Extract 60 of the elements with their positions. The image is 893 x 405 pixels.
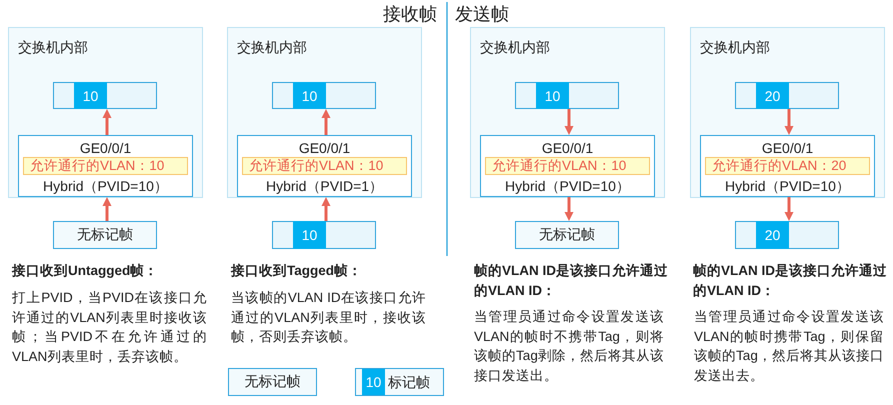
switch-panel: [690, 27, 885, 198]
port-name: GE0/0/1: [542, 140, 594, 156]
frame-box: [53, 82, 157, 109]
port-box: [700, 135, 875, 197]
frame-box: [735, 82, 839, 109]
panel-heading: 交换机内部: [237, 39, 307, 55]
port-name: GE0/0/1: [762, 140, 814, 156]
port-mode: Hybrid（PVID=10）: [505, 178, 630, 194]
port-mode: Hybrid（PVID=10）: [725, 178, 850, 194]
description-heading: 接口收到Tagged帧：: [231, 262, 363, 280]
description-text: 打上PVID，当PVID在该接口允许通过的VLAN列表里时接收该帧；当PVID不在允许通过的VLAN列表里时，丢弃该帧。: [12, 289, 207, 366]
vlan-tag: 10: [74, 82, 107, 109]
description-text: 当该帧的VLAN ID在该接口允许通过的VLAN列表里时，接收该帧，否则丢弃该帧。: [231, 289, 426, 346]
vlan-tag: 20: [756, 221, 789, 249]
description-text: 当管理员通过命令设置发送该VLAN的帧时携带Tag，则保留该帧的Tag，然后将其从该接口发送出去。: [694, 308, 884, 384]
arrow: [564, 197, 574, 221]
arrow: [564, 109, 574, 135]
allowed-vlan-band: 允许通行的VLAN：10: [23, 157, 188, 175]
arrow: [784, 197, 794, 221]
port-mode: Hybrid（PVID=1）: [266, 178, 384, 194]
switch-panel: [470, 27, 665, 198]
frame-box: [355, 368, 444, 396]
port-box: [237, 135, 412, 197]
description-heading: 帧的VLAN ID是该接口允许通过的VLAN ID：: [474, 262, 669, 300]
section-title: 接收帧: [383, 3, 437, 25]
description-text: 当管理员通过命令设置发送该VLAN的帧时不携带Tag，则将该帧的Tag剥除，然后将其从该接口发送出。: [474, 308, 664, 384]
panel-heading: 交换机内部: [700, 39, 770, 55]
allowed-vlan-band: 允许通行的VLAN：10: [242, 157, 407, 175]
arrow: [322, 109, 330, 135]
frame-box: [272, 82, 376, 109]
frame-box: [515, 82, 619, 109]
section-title: 发送帧: [455, 3, 509, 25]
frame-box: 无标记帧: [515, 221, 619, 249]
vlan-tag: 10: [536, 82, 569, 109]
vlan-tag: 10: [293, 82, 326, 109]
arrow: [784, 109, 794, 135]
arrow: [102, 109, 112, 135]
frame-box: 无标记帧: [53, 221, 157, 249]
allowed-vlan-band: 允许通行的VLAN：10: [485, 157, 650, 175]
vlan-tag: 20: [756, 82, 789, 109]
panel-heading: 交换机内部: [18, 39, 88, 55]
description-heading: 帧的VLAN ID是该接口允许通过的VLAN ID：: [693, 262, 888, 300]
port-box: [18, 135, 193, 197]
description-heading: 接口收到Untagged帧：: [12, 262, 160, 280]
arrow: [322, 197, 330, 221]
switch-panel: [8, 27, 203, 198]
port-box: [480, 135, 655, 197]
panel-heading: 交换机内部: [480, 39, 550, 55]
port-name: GE0/0/1: [80, 140, 132, 156]
vlan-tag: 10: [362, 369, 385, 395]
port-mode: Hybrid（PVID=10）: [43, 178, 168, 194]
switch-panel: [227, 27, 422, 198]
vlan-tag: 10: [293, 221, 326, 249]
allowed-vlan-band: 允许通行的VLAN：20: [705, 157, 870, 175]
frame-label: 标记帧: [388, 374, 430, 390]
arrow: [102, 197, 112, 221]
port-name: GE0/0/1: [298, 140, 350, 156]
frame-box: [272, 221, 376, 249]
frame-box: 无标记帧: [228, 368, 317, 396]
frame-box: [735, 221, 839, 249]
